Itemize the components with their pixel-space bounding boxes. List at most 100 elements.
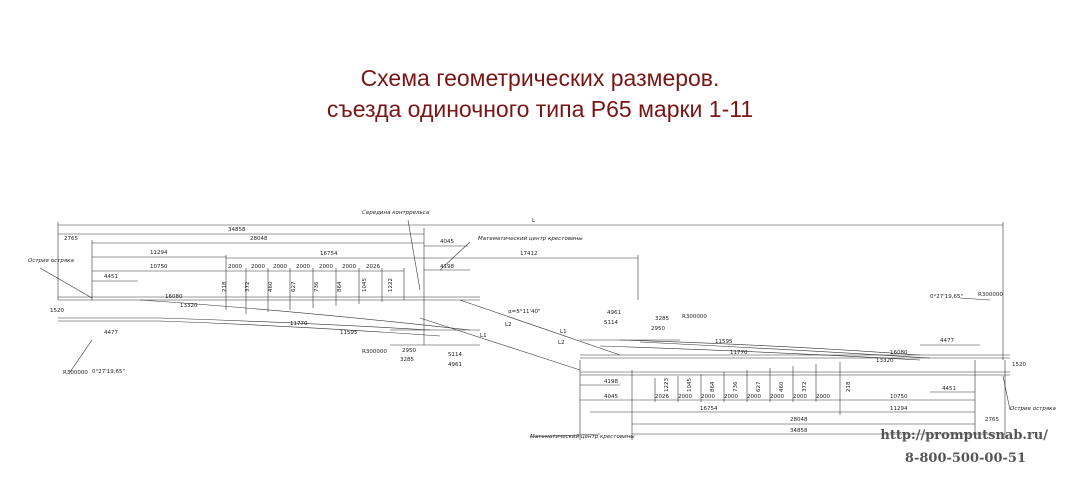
label-11595-r: 11595 — [715, 339, 733, 345]
seg-2: 2000 — [251, 264, 265, 270]
vlabel-left-6: 1045 — [362, 278, 368, 292]
label-11770: 11770 — [290, 321, 308, 327]
label-r300000-left: R300000 — [362, 349, 387, 355]
rail-left-curve-3 — [159, 320, 441, 337]
label-3285-b: 3285 — [400, 357, 414, 363]
label-4045: 4045 — [440, 239, 454, 245]
seg-7: 2026 — [366, 264, 380, 270]
vlabel-right-1: 1045 — [687, 378, 693, 392]
crossover-diagonal-1 — [459, 299, 621, 356]
label-angle-small-left: 0°27'19,65" — [92, 369, 125, 375]
rail-left-curve-1 — [139, 299, 471, 331]
label-16754-bottom: 16754 — [700, 406, 718, 412]
label-11294-bottom: 11294 — [890, 406, 908, 412]
vlabel-left-4: 736 — [314, 281, 320, 292]
label-16080-r: 16080 — [890, 350, 908, 356]
bseg-6: 2000 — [770, 394, 784, 400]
label-gauge-left: 1520 — [50, 308, 64, 314]
seg-4: 2000 — [296, 264, 310, 270]
label-2765-bottom: 2765 — [985, 417, 999, 423]
label-angle-small-right: 0°27'19,65" — [930, 294, 963, 300]
vlabel-left-0: 218 — [222, 281, 228, 292]
label-L: L — [532, 218, 536, 224]
diagram-title-line1: Схема геометрических размеров. — [360, 65, 720, 91]
label-5114: 5114 — [604, 320, 618, 326]
seg-6: 2000 — [342, 264, 356, 270]
label-11294: 11294 — [150, 250, 168, 256]
label-math-center-bottom: Математический центр крестовины — [530, 434, 635, 440]
label-r300000-right: R300000 — [978, 292, 1003, 298]
bseg-3: 2000 — [701, 394, 715, 400]
label-angle: α=5°11'40" — [508, 309, 541, 315]
rail-right-curve-3 — [599, 345, 921, 361]
bseg-2: 2000 — [678, 394, 692, 400]
label-point-tip-right: Острие остряка — [1010, 406, 1056, 412]
label-4961-b: 4961 — [448, 362, 462, 368]
label-4451-bottom: 4451 — [942, 386, 956, 392]
label-total-bottom: 34858 — [790, 428, 808, 434]
diagram-title-line2: съезда одиночного типа Р65 марки 1-11 — [326, 96, 754, 122]
vlabel-right-7: 218 — [846, 381, 852, 392]
label-total: 34858 — [228, 227, 246, 233]
label-5114-b: 5114 — [448, 352, 462, 358]
label-r300000-bottom-left: R300000 — [63, 370, 88, 376]
label-4477: 4477 — [104, 330, 118, 336]
vlabel-left-7: 1222 — [388, 278, 394, 292]
bseg-8: 2000 — [816, 394, 830, 400]
label-13320: 13320 — [180, 303, 198, 309]
label-16754: 16754 — [320, 251, 338, 257]
label-gauge-right: 1520 — [1012, 362, 1026, 368]
label-4451: 4451 — [104, 274, 118, 280]
rail-left-curve-2 — [159, 317, 431, 331]
vertical-offsets-left: 218 372 460 627 736 864 1045 1222 — [222, 278, 394, 292]
label-math-center-top: Математический центр крестовины — [478, 236, 583, 242]
label-3285: 3285 — [655, 316, 669, 322]
label-L2-a: L2 — [505, 322, 512, 328]
label-r300000-mid: R300000 — [682, 314, 707, 320]
site-url[interactable]: http://promputsnab.ru/ — [880, 428, 1048, 443]
label-L1-a: L1 — [480, 333, 487, 339]
phone-number: 8-800-500-00-51 — [904, 451, 1026, 466]
vlabel-left-5: 864 — [337, 281, 343, 292]
label-4198-bottom: 4198 — [604, 379, 618, 385]
label-11770-r: 11770 — [730, 350, 748, 356]
label-L1-b: L1 — [560, 329, 567, 335]
vlabel-left-1: 372 — [245, 282, 251, 293]
label-point-tip-left: Острие остряка — [28, 258, 74, 264]
label-16080: 16080 — [165, 294, 183, 300]
label-10750-bottom: 10750 — [890, 394, 908, 400]
label-L2-b: L2 — [558, 340, 565, 346]
rail-right-curve-1 — [619, 339, 921, 356]
vlabel-right-5: 460 — [779, 381, 785, 392]
bseg-7: 2000 — [793, 394, 807, 400]
bseg-5: 2000 — [747, 394, 761, 400]
seg-5: 2000 — [319, 264, 333, 270]
bseg-1: 2026 — [655, 394, 669, 400]
vlabel-right-4: 627 — [756, 381, 762, 392]
crossover-diagonal-2 — [419, 317, 581, 371]
seg-3: 2000 — [273, 264, 287, 270]
label-10750: 10750 — [150, 264, 168, 270]
label-4045-bottom: 4045 — [604, 394, 618, 400]
label-17412: 17412 — [520, 251, 538, 257]
vlabel-right-6: 372 — [802, 382, 808, 393]
label-2765: 2765 — [64, 236, 78, 242]
vlabel-right-2: 864 — [710, 381, 716, 392]
label-mid-guard: Середина контррельса — [362, 210, 430, 216]
label-4477-right: 4477 — [940, 338, 954, 344]
vlabel-right-0: 1223 — [664, 378, 670, 392]
rail-right-curve-2 — [639, 341, 931, 359]
vlabel-left-2: 460 — [268, 281, 274, 292]
vertical-offsets-right: 1223 1045 864 736 627 460 372 218 — [664, 378, 852, 392]
label-13320-r: 13320 — [876, 358, 894, 364]
vlabel-left-3: 627 — [291, 281, 297, 292]
label-11595: 11595 — [340, 330, 358, 336]
seg-1: 2000 — [228, 264, 242, 270]
label-28048-bottom: 28048 — [790, 417, 808, 423]
vlabel-right-3: 736 — [733, 381, 739, 392]
bseg-4: 2000 — [724, 394, 738, 400]
label-2950: 2950 — [651, 326, 665, 332]
label-2950-b: 2950 — [402, 348, 416, 354]
label-4961: 4961 — [607, 310, 621, 316]
